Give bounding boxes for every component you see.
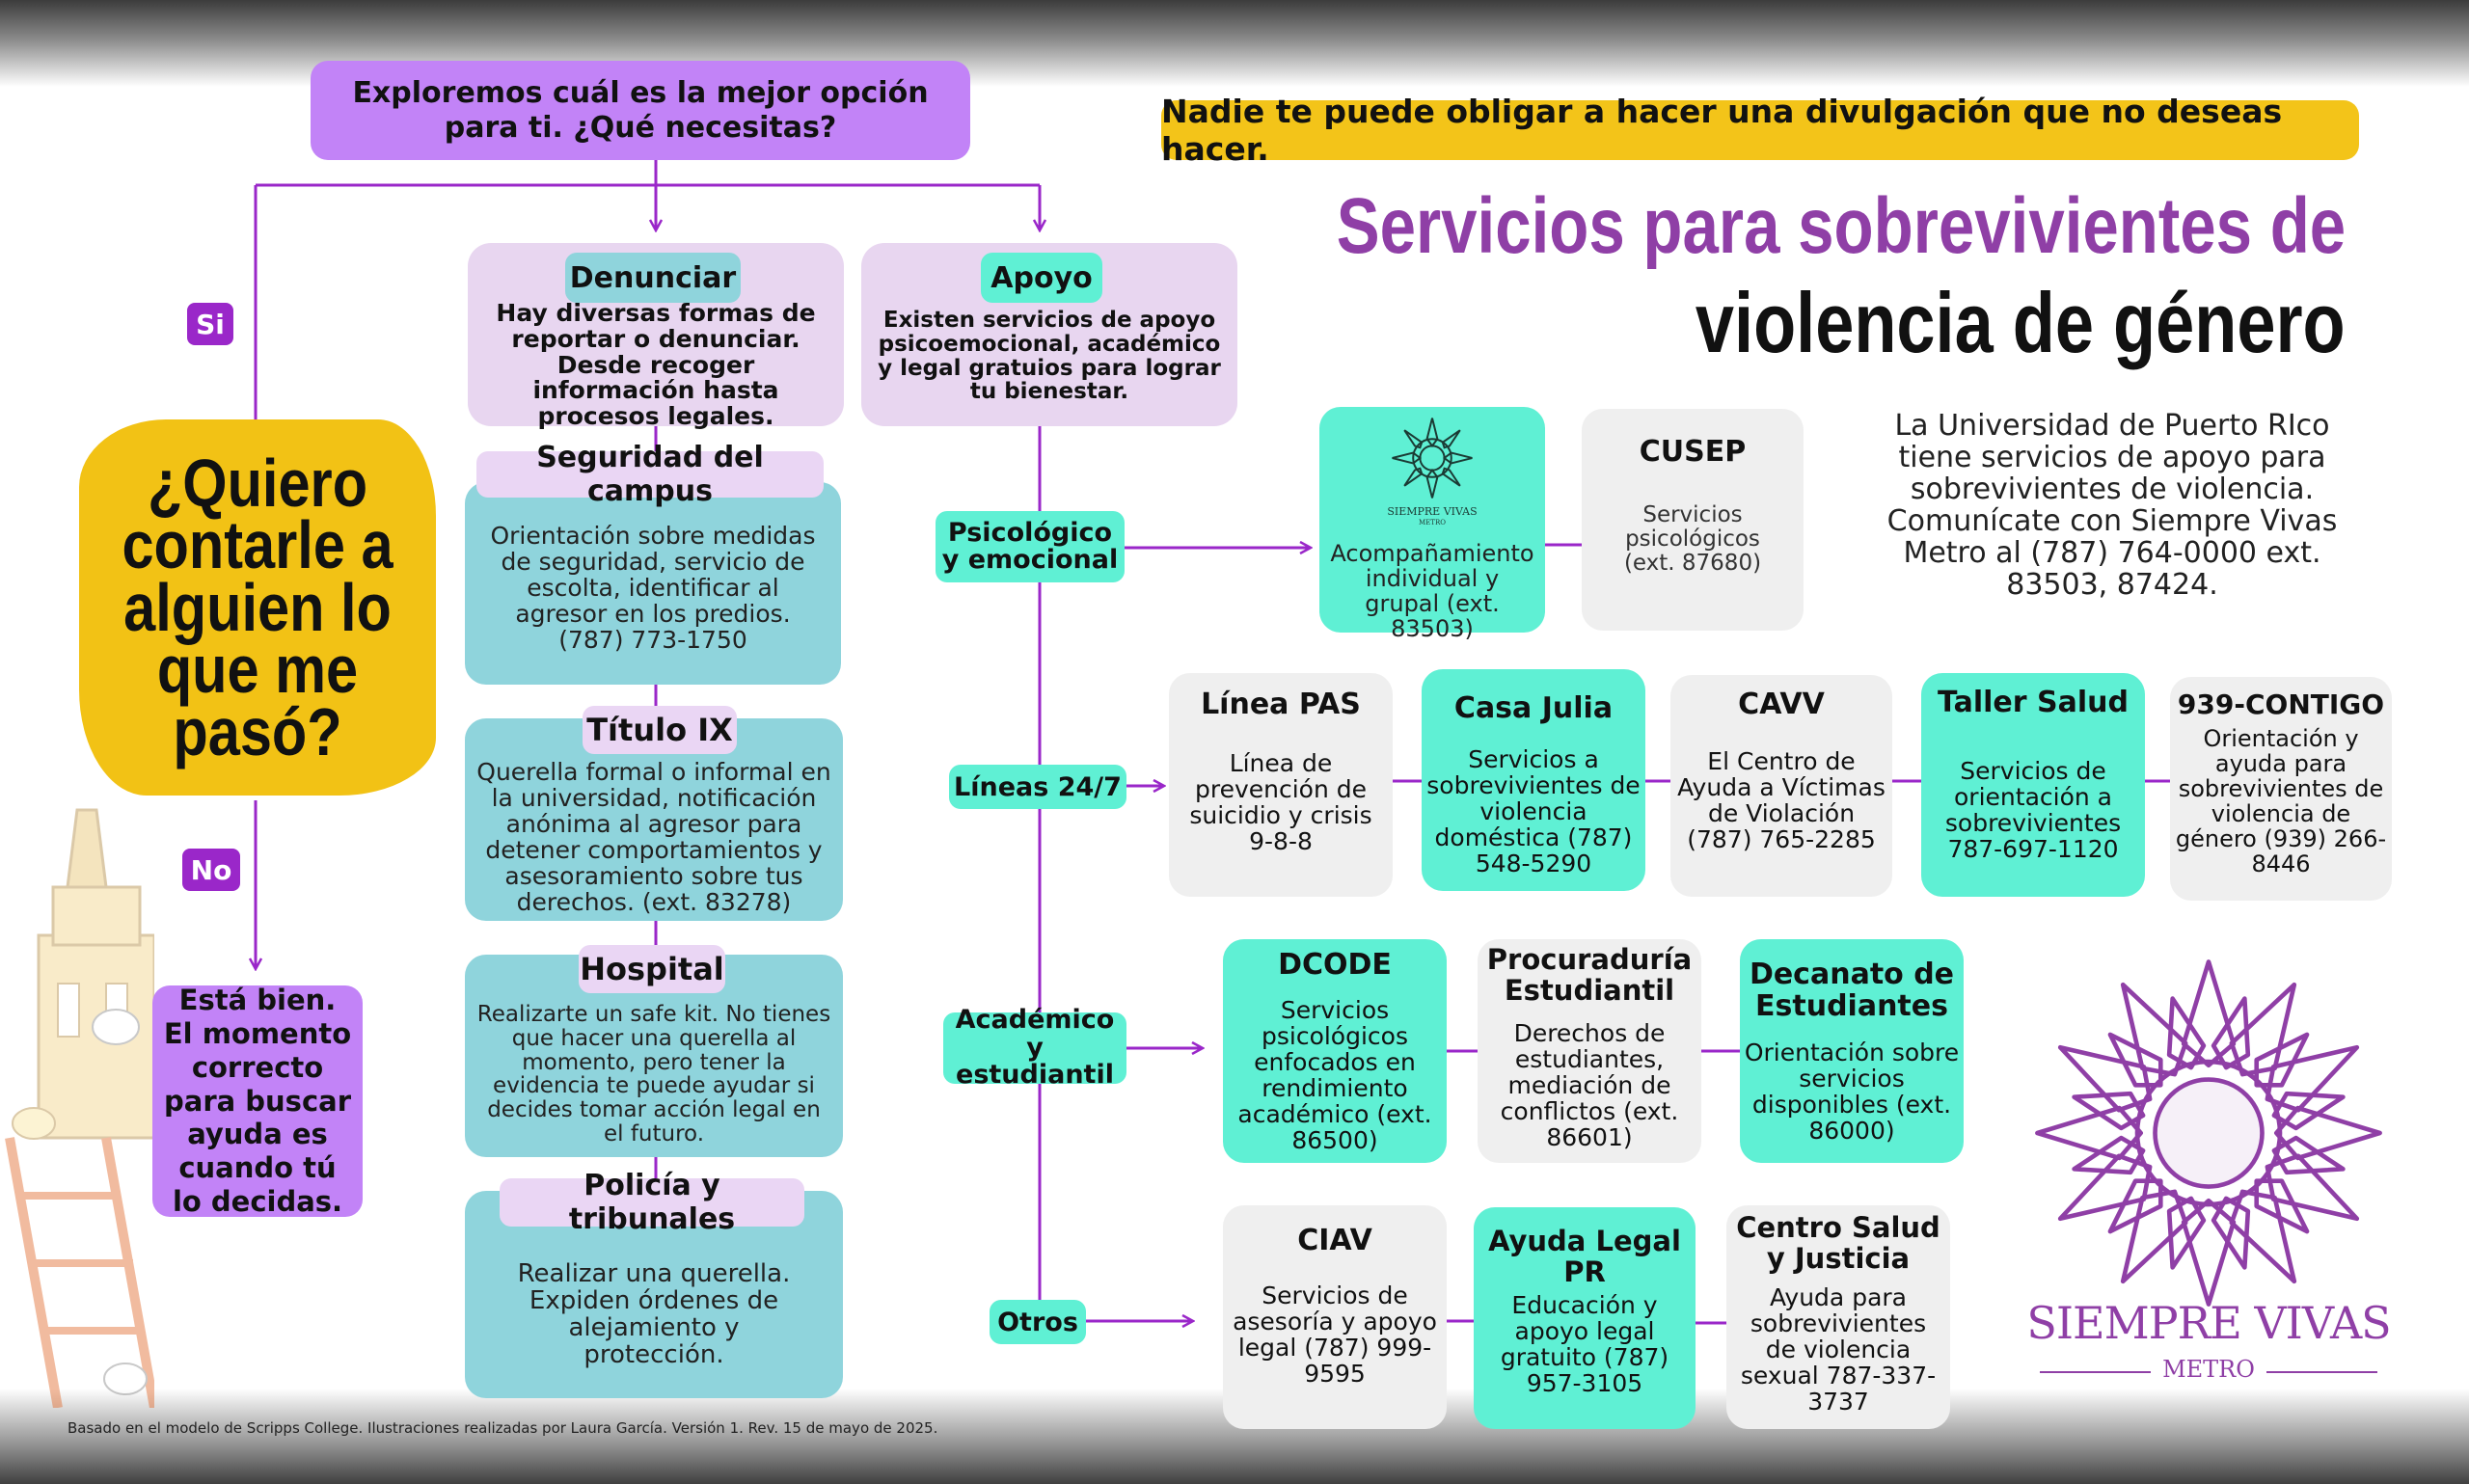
apoyo-label: Apoyo	[981, 253, 1102, 303]
contigo-body: Orientación y ayuda para sobrevivientes …	[2175, 725, 2387, 877]
tower-illustration	[5, 808, 154, 1408]
intro-question-text: Exploremos cuál es la mejor opción para …	[352, 75, 929, 145]
seguridad-campus-box: Orientación sobre medidas de seguridad, …	[465, 482, 841, 685]
contigo-card: 939-CONTIGO Orientación y ayuda para sob…	[2170, 677, 2392, 901]
ayuda-legal-title: Ayuda Legal PR	[1488, 1225, 1681, 1288]
procuraduria-title: Procuraduría Estudiantil	[1486, 943, 1693, 1007]
policia-title: Policía y tribunales	[500, 1169, 804, 1236]
disclosure-banner: Nadie te puede obligar a hacer una divul…	[1161, 93, 2359, 168]
cavv-card: CAVV El Centro de Ayuda a Víctimas de Vi…	[1670, 675, 1892, 897]
cusep-title: CUSEP	[1639, 435, 1747, 469]
dcode-card: DCODE Servicios psicológicos enfocados e…	[1223, 939, 1447, 1163]
decanato-card: Decanato de Estudiantes Orientación sobr…	[1740, 939, 1964, 1163]
cavv-title: CAVV	[1738, 688, 1825, 721]
taller-salud-title: Taller Salud	[1938, 686, 2129, 719]
titulo-ix-title: Título IX	[583, 706, 737, 754]
siempre-vivas-logo-icon	[2035, 959, 2382, 1307]
cavv-body: El Centro de Ayuda a Víctimas de Violaci…	[1677, 747, 1886, 853]
centro-salud-body: Ayuda para sobrevivientes de violencia s…	[1740, 1283, 1937, 1416]
dcode-title: DCODE	[1278, 948, 1392, 982]
cusep-card: CUSEP Servicios psicológicos (ext. 87680…	[1582, 409, 1804, 631]
no-tag: No	[182, 849, 240, 891]
denunciar-description: Hay diversas formas de reportar o denunc…	[496, 299, 816, 430]
seguridad-campus-title: Seguridad del campus	[476, 441, 824, 508]
siempre-vivas-card-logo-sub: METRO	[1419, 519, 1446, 526]
decanato-title: Decanato de Estudiantes	[1749, 958, 1955, 1023]
page-title-line1: Servicios para sobrevivientes de	[1336, 182, 2346, 270]
page-title-line2: violencia de género	[1696, 275, 2346, 370]
siempre-vivas-card: SIEMPRE VIVAS METRO Acompañamiento indiv…	[1319, 407, 1545, 641]
centro-salud-title: Centro Salud y Justicia	[1736, 1211, 1940, 1275]
linea-pas-body: Línea de prevención de suicidio y crisis…	[1189, 749, 1372, 855]
category-lineas: Líneas 24/7	[949, 765, 1126, 809]
linea-pas-title: Línea PAS	[1201, 688, 1361, 721]
hospital-body: Realizarte un safe kit. No tienes que ha…	[476, 1002, 831, 1147]
no-answer-box: Está bien. El momento correcto para busc…	[152, 984, 363, 1218]
ayuda-legal-card: Ayuda Legal PR Educación y apoyo legal g…	[1474, 1207, 1696, 1429]
decanato-body: Orientación sobre servicios disponibles …	[1744, 1039, 1960, 1145]
titulo-ix-body: Querella formal o informal en la univers…	[476, 758, 831, 916]
denunciar-label: Denunciar	[565, 253, 741, 303]
logo-sub: METRO	[2151, 1356, 2266, 1383]
category-psicologico: Psicológico y emocional	[936, 511, 1125, 582]
main-question-blob: ¿Quiero contarle a alguien lo que me pas…	[79, 419, 436, 796]
casa-julia-title: Casa Julia	[1453, 691, 1614, 725]
linea-pas-card: Línea PAS Línea de prevención de suicidi…	[1169, 673, 1393, 897]
contigo-title: 939-CONTIGO	[2177, 688, 2385, 720]
logo-name: SIEMPRE VIVAS	[2026, 1297, 2391, 1349]
siempre-vivas-card-logo-text: SIEMPRE VIVAS	[1387, 505, 1478, 518]
seguridad-campus-body: Orientación sobre medidas de seguridad, …	[490, 522, 816, 654]
casa-julia-body: Servicios a sobrevivientes de violencia …	[1426, 745, 1641, 877]
siempre-vivas-card-body: Acompañamiento individual y grupal (ext.…	[1330, 540, 1534, 642]
yes-tag: Si	[187, 303, 233, 345]
footer-credits: Basado en el modelo de Scripps College. …	[68, 1419, 938, 1437]
hospital-title: Hospital	[579, 945, 725, 993]
procuraduria-body: Derechos de estudiantes, mediación de co…	[1500, 1019, 1679, 1151]
ciav-title: CIAV	[1297, 1224, 1372, 1257]
taller-salud-body: Servicios de orientación a sobreviviente…	[1944, 757, 2122, 863]
ciav-body: Servicios de asesoría y apoyo legal (787…	[1233, 1282, 1437, 1388]
siempre-vivas-small-logo-icon	[1392, 418, 1473, 499]
main-question-text: ¿Quiero contarle a alguien lo que me pas…	[122, 445, 393, 769]
ayuda-legal-body: Educación y apoyo legal gratuito (787) 9…	[1500, 1291, 1669, 1397]
disclosure-banner-text: Nadie te puede obligar a hacer una divul…	[1161, 93, 2283, 168]
cusep-body: Servicios psicológicos (ext. 87680)	[1623, 502, 1762, 576]
category-academico: Académico y estudiantil	[943, 1007, 1126, 1089]
intro-question-box: Exploremos cuál es la mejor opción para …	[311, 61, 970, 160]
no-answer-text: Está bien. El momento correcto para busc…	[163, 984, 352, 1218]
centro-salud-card: Centro Salud y Justicia Ayuda para sobre…	[1726, 1205, 1950, 1429]
procuraduria-card: Procuraduría Estudiantil Derechos de est…	[1478, 939, 1701, 1163]
taller-salud-card: Taller Salud Servicios de orientación a …	[1921, 673, 2145, 897]
ciav-card: CIAV Servicios de asesoría y apoyo legal…	[1223, 1205, 1447, 1429]
dcode-body: Servicios psicológicos enfocados en rend…	[1237, 996, 1432, 1154]
apoyo-description: Existen servicios de apoyo psicoemociona…	[878, 308, 1221, 405]
policia-body: Realizar una querella. Expiden órdenes d…	[517, 1259, 791, 1370]
casa-julia-card: Casa Julia Servicios a sobrevivientes de…	[1422, 669, 1645, 891]
university-info-text: La Universidad de Puerto RIco tiene serv…	[1886, 409, 2338, 602]
category-otros: Otros	[990, 1300, 1086, 1344]
